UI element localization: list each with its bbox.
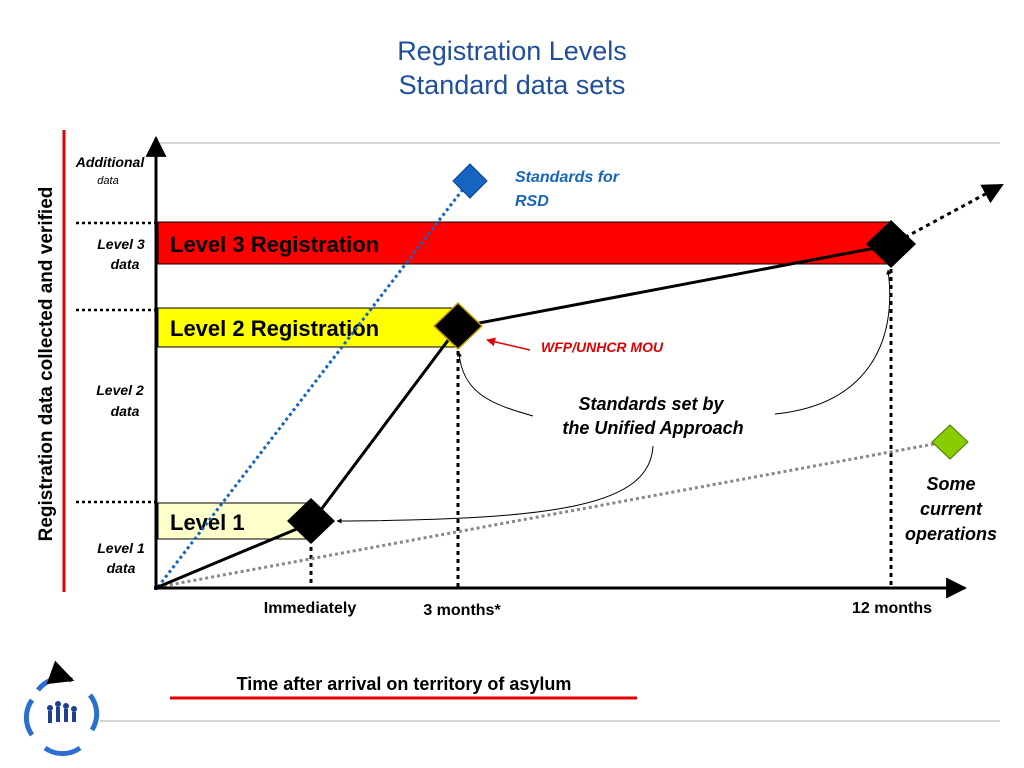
rsd-annotation-line1: Standards for [515, 169, 620, 186]
rsd-annotation-line2: RSD [515, 193, 549, 210]
y-label-level3-sub: data [111, 256, 140, 272]
x-tick-immediately: Immediately [264, 600, 357, 617]
y-label-additional-sub: data [97, 175, 118, 187]
y-level-labels: Additional data Level 3 data Level 2 dat… [75, 154, 146, 576]
x-axis-label: Time after arrival on territory of asylu… [237, 674, 572, 694]
y-axis-label: Registration data collected and verified [36, 187, 57, 542]
level2-bar-label: Level 2 Registration [170, 316, 379, 341]
level3-milestone-diamond [866, 220, 916, 268]
level2-milestone-diamond [432, 301, 484, 351]
y-label-level3: Level 3 [97, 236, 145, 252]
page-title-line2: Standard data sets [398, 70, 626, 100]
unified-arrow-level2 [456, 351, 534, 417]
unified-annotation-line2: the Unified Approach [562, 418, 743, 438]
mou-annotation: WFP/UNHCR MOU [541, 339, 664, 355]
some-ops-line3: operations [905, 524, 997, 544]
y-label-level2: Level 2 [96, 382, 144, 398]
level1-milestone-diamond [287, 498, 335, 544]
x-tick-3-months: 3 months* [423, 602, 501, 619]
y-label-level1-sub: data [107, 560, 136, 576]
level2-bar [157, 307, 459, 348]
registration-path-extension [890, 183, 1004, 247]
unified-arrow-level1 [336, 445, 654, 524]
registration-path [157, 243, 892, 589]
x-tick-12-months: 12 months [852, 600, 932, 617]
page-title-line1: Registration Levels [397, 36, 627, 66]
mou-arrow [486, 337, 531, 351]
level1-bar-label: Level 1 [170, 510, 245, 535]
level3-bar-label: Level 3 Registration [170, 232, 379, 257]
unified-annotation-line1: Standards set by [578, 394, 724, 414]
some-operations-line [157, 439, 951, 589]
some-ops-line2: current [920, 499, 983, 519]
some-ops-line1: Some [926, 474, 975, 494]
y-label-level2-sub: data [111, 403, 140, 419]
y-label-additional: Additional [75, 154, 146, 170]
rsd-diamond [452, 163, 488, 199]
some-operations-diamond [931, 424, 969, 460]
registration-people-cycle-logo [23, 660, 100, 757]
y-label-level1: Level 1 [97, 540, 145, 556]
unified-arrow-level3 [774, 269, 892, 415]
rsd-line [156, 179, 472, 588]
